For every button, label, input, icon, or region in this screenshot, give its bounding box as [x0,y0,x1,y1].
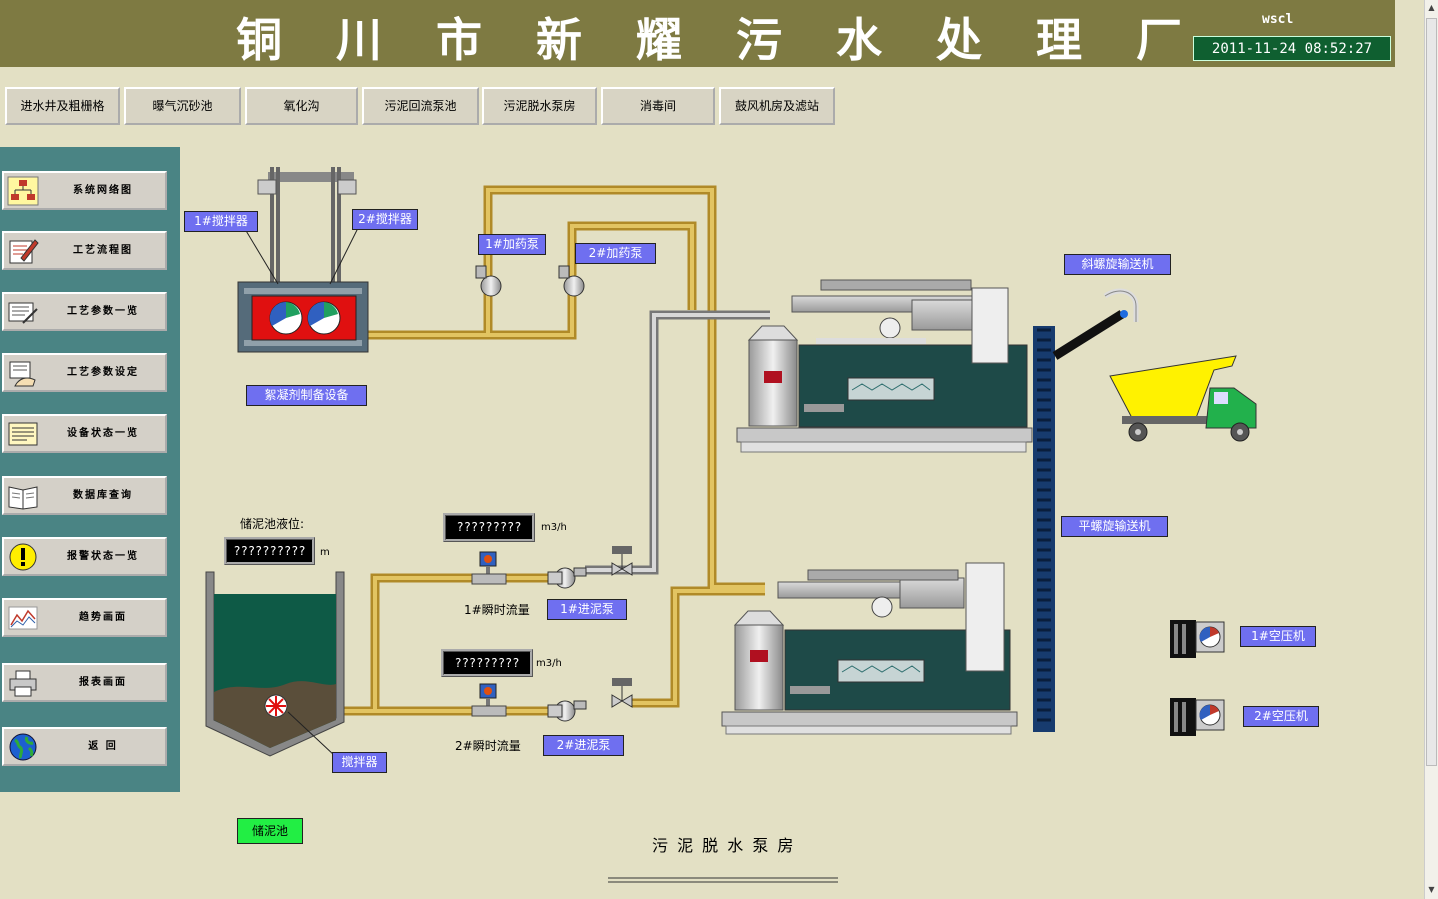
nav-disinfection[interactable]: 消毒间 [601,87,715,125]
flat-screw-conveyor [1033,326,1055,732]
side-equipment-status[interactable]: 设备状态一览 [2,414,167,453]
side-param-settings[interactable]: 工艺参数设定 [2,353,167,392]
document-edit-icon [8,302,38,324]
globe-icon [9,733,37,761]
scroll-up-icon[interactable]: ▲ [1428,3,1435,12]
printer-icon [9,670,37,697]
inclined-screw-conveyor [1052,288,1139,360]
side-label: 报警状态一览 [67,551,139,562]
flowmeter-1 [471,551,507,585]
flow2-unit: m3/h [536,658,562,669]
tag-feed-pump-1[interactable]: 1#进泥泵 [547,599,627,620]
valve-2 [611,678,633,708]
tag-compressor-2[interactable]: 2#空压机 [1243,706,1319,727]
side-report-view[interactable]: 报表画面 [2,663,167,702]
feed-pump-1 [547,567,587,589]
side-label: 数据库查询 [73,490,133,501]
side-label: 工艺参数设定 [67,367,139,378]
side-label: 系统网络图 [73,185,133,196]
trend-chart-icon [8,606,38,630]
tank-level-unit: m [320,547,330,558]
yellow-pipes [343,185,765,716]
nav-aerated-grit-chamber[interactable]: 曝气沉砂池 [124,87,241,125]
scroll-down-icon[interactable]: ▼ [1428,885,1435,894]
valve-1 [611,546,633,576]
sludge-storage-tank [205,571,345,757]
side-back-button[interactable]: 返 回 [2,727,167,766]
flow2-display: ????????? [441,649,533,677]
scroll-thumb[interactable] [1426,18,1437,766]
plant-title: 铜川市新耀污水处理厂 [236,13,1236,67]
tank-level-display: ?????????? [224,537,315,565]
flocculant-unit [237,167,369,353]
tag-incline-conveyor[interactable]: 斜螺旋输送机 [1064,254,1171,275]
tag-mixer-2[interactable]: 2#搅拌器 [352,209,418,230]
flow2-label: 2#瞬时流量 [455,739,521,753]
feed-pump-2 [547,700,587,722]
tag-mixer-1[interactable]: 1#搅拌器 [184,211,258,232]
side-database-query[interactable]: 数据库查询 [2,476,167,515]
dewatering-press-1 [736,279,1033,453]
nav-oxidation-ditch[interactable]: 氧化沟 [245,87,358,125]
dewatering-press-2 [721,562,1018,735]
side-label: 工艺参数一览 [67,306,139,317]
dosing-pumps [475,265,585,297]
tag-tank-mixer[interactable]: 搅拌器 [332,752,387,773]
title-underline [608,877,838,883]
nav-sludge-dewatering[interactable]: 污泥脱水泵房 [482,87,597,125]
flow1-unit: m3/h [541,522,567,533]
book-icon [8,486,38,510]
vertical-scrollbar[interactable]: ▲ ▼ [1424,0,1438,899]
nav-blower-room[interactable]: 鼓风机房及滤站 [719,87,835,125]
flow1-label: 1#瞬时流量 [464,603,530,617]
air-compressor-1 [1170,620,1225,658]
user-name: wscl [1262,12,1294,27]
side-label: 工艺流程图 [73,245,133,256]
side-trend-view[interactable]: 趋势画面 [2,598,167,637]
flow1-display: ????????? [443,513,535,542]
side-label: 返 回 [88,741,118,752]
warning-icon [9,543,37,571]
side-label: 趋势画面 [79,612,127,623]
room-title: 污 泥 脱 水 泵 房 [652,836,796,855]
tag-flat-conveyor[interactable]: 平螺旋输送机 [1061,516,1168,537]
side-label: 设备状态一览 [67,428,139,439]
title-bar [0,0,1395,67]
nav-sludge-return-pump[interactable]: 污泥回流泵池 [362,87,479,125]
tag-dosing-pump-1[interactable]: 1#加药泵 [478,234,546,255]
network-icon [7,176,39,206]
tag-compressor-1[interactable]: 1#空压机 [1240,626,1316,647]
datetime-display: 2011-11-24 08:52:27 [1193,36,1391,61]
tag-dosing-pump-2[interactable]: 2#加药泵 [575,243,656,264]
dump-truck [1109,355,1257,442]
hand-edit-icon [9,361,36,387]
nav-inlet-well-screen[interactable]: 进水井及粗栅格 [5,87,120,125]
tag-flocculant-unit[interactable]: 絮凝剂制备设备 [246,385,367,406]
tag-sludge-tank[interactable]: 储泥池 [237,818,303,844]
side-network-diagram[interactable]: 系统网络图 [2,171,167,210]
air-compressor-2 [1170,698,1225,736]
tank-level-title: 储泥池液位: [240,517,305,531]
list-icon [8,422,38,446]
pencil-note-icon [9,239,39,264]
tag-feed-pump-2[interactable]: 2#进泥泵 [543,735,624,756]
side-process-params[interactable]: 工艺参数一览 [2,292,167,331]
side-process-flow[interactable]: 工艺流程图 [2,231,167,270]
side-label: 报表画面 [79,677,127,688]
side-alarm-status[interactable]: 报警状态一览 [2,537,167,576]
flowmeter-2 [471,683,507,717]
